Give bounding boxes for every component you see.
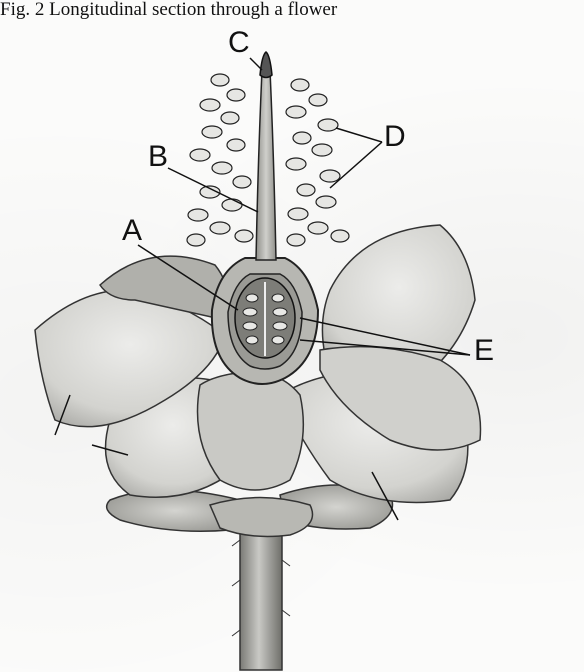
leader-c [250,58,262,70]
label-c: C [228,26,250,59]
label-b: B [148,140,168,173]
style [256,70,276,260]
label-a: A [122,214,142,247]
stamens-left [187,74,253,246]
leader-b [168,168,258,212]
ovary-ovules [235,278,295,358]
label-d: D [384,120,406,153]
stigma [260,52,272,78]
label-e: E [474,334,494,367]
leader-d-1 [336,128,382,142]
leader-d-2 [330,142,382,188]
stamens-right [286,79,349,246]
